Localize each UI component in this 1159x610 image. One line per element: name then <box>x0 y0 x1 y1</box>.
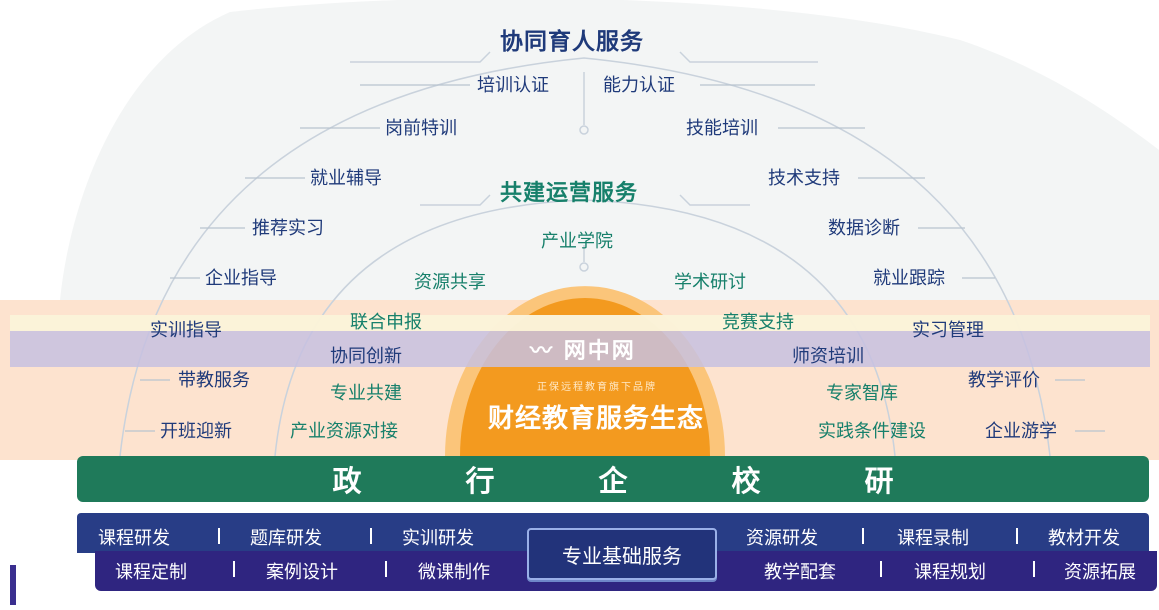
outer-section-title: 协同育人服务 <box>500 29 644 55</box>
brand-logo: 〰 网中网 <box>530 333 636 365</box>
outer-left-label: 实训指导 <box>150 320 222 341</box>
base-service-item: 题库研发 <box>250 528 322 549</box>
row-divider <box>370 528 372 544</box>
row-divider <box>385 561 387 577</box>
row-divider <box>218 528 220 544</box>
base-service-item: 教学配套 <box>764 562 836 583</box>
row-divider <box>862 528 864 544</box>
inner-left-label: 产业资源对接 <box>290 421 398 442</box>
outer-left-label: 就业辅导 <box>310 168 382 189</box>
left-accent-bar <box>10 565 16 605</box>
brand-slogan: 正保远程教育旗下品牌 <box>537 382 657 393</box>
outer-left-label: 带教服务 <box>178 370 250 391</box>
row-divider <box>1033 561 1035 577</box>
outer-left-label: 推荐实习 <box>252 218 324 239</box>
brand-wave-icon: 〰 <box>530 339 555 364</box>
base-service-item: 资源拓展 <box>1064 562 1136 583</box>
inner-left-label: 协同创新 <box>330 346 402 367</box>
outer-right-label: 技术支持 <box>768 168 840 189</box>
base-service-title: 专业基础服务 <box>527 528 717 580</box>
banner-char: 企 <box>598 464 628 498</box>
outer-right-label: 实习管理 <box>912 320 984 341</box>
banner-char: 研 <box>864 464 894 498</box>
inner-right-label: 竞赛支持 <box>722 312 794 333</box>
base-service-item: 课程研发 <box>98 528 170 549</box>
outer-right-label: 就业跟踪 <box>873 268 945 289</box>
base-service-item: 资源研发 <box>746 528 818 549</box>
inner-right-label: 实践条件建设 <box>818 421 926 442</box>
inner-section-title: 共建运营服务 <box>500 181 639 206</box>
base-service-item: 课程录制 <box>897 528 969 549</box>
inner-left-label: 资源共享 <box>414 272 486 293</box>
outer-right-label: 数据诊断 <box>828 218 900 239</box>
base-service-item: 实训研发 <box>402 528 474 549</box>
row-divider <box>1016 528 1018 544</box>
outer-left-label: 企业指导 <box>205 268 277 289</box>
outer-right-label: 技能培训 <box>686 118 758 139</box>
inner-right-label: 专家智库 <box>826 383 898 404</box>
stakeholder-banner: 政 行 企 校 研 <box>77 456 1149 502</box>
base-service-item: 教材开发 <box>1048 528 1120 549</box>
outer-left-label: 开班迎新 <box>160 421 232 442</box>
inner-left-label: 专业共建 <box>330 383 402 404</box>
base-service-item: 课程定制 <box>115 562 187 583</box>
outer-left-label: 岗前特训 <box>385 118 457 139</box>
inner-top-label: 产业学院 <box>541 231 613 252</box>
base-service-item: 课程规划 <box>914 562 986 583</box>
inner-right-label: 师资培训 <box>792 346 864 367</box>
row-divider <box>233 561 235 577</box>
brand-logo-text: 网中网 <box>563 339 636 364</box>
outer-right-label: 教学评价 <box>968 370 1040 391</box>
inner-left-label: 联合申报 <box>350 312 422 333</box>
row-divider <box>880 561 882 577</box>
base-service-item: 微课制作 <box>418 562 490 583</box>
banner-char: 校 <box>731 464 761 498</box>
outer-right-label: 企业游学 <box>985 421 1057 442</box>
banner-char: 行 <box>465 464 495 498</box>
outer-right-label: 能力认证 <box>603 75 675 96</box>
base-service-item: 案例设计 <box>266 562 338 583</box>
banner-char: 政 <box>332 464 362 498</box>
overlay-band-light <box>10 315 1150 331</box>
inner-right-label: 学术研讨 <box>674 272 746 293</box>
outer-left-label: 培训认证 <box>477 75 549 96</box>
ecosystem-title: 财经教育服务生态 <box>488 404 705 434</box>
